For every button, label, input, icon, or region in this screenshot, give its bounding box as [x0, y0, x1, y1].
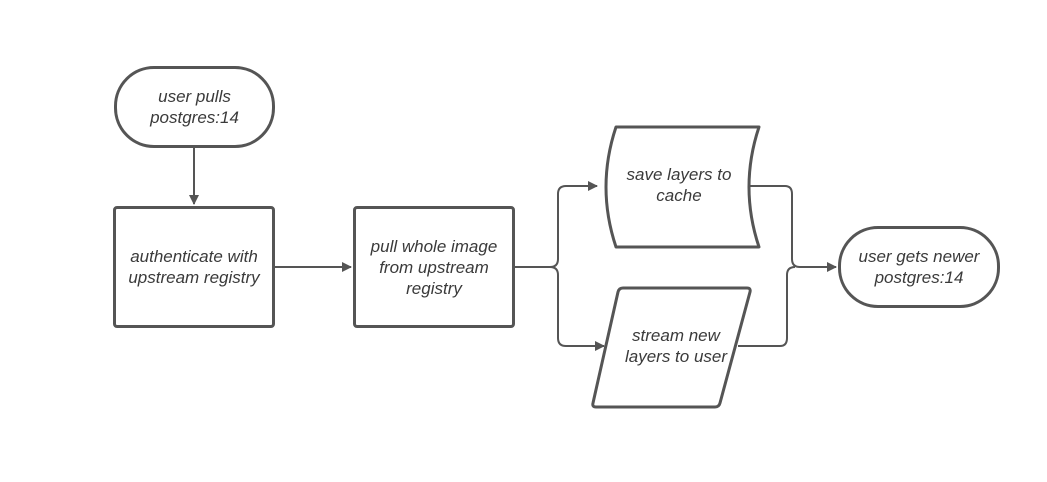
edge-save-to-end	[746, 185, 837, 272]
edge-pull-to-stream	[549, 266, 605, 351]
node-stream-layers: stream new layers to user	[590, 285, 752, 410]
node-save-layers: save layers to cache	[596, 124, 764, 250]
node-pull-image-label: pull whole image from upstream registry	[370, 236, 498, 298]
node-user-gets-newer-label: user gets newer postgres:14	[858, 247, 980, 287]
node-user-pulls: user pulls postgres:14	[114, 66, 275, 148]
stored-data-shape	[604, 125, 761, 249]
node-authenticate: authenticate with upstream registry	[113, 206, 275, 328]
node-authenticate-label: authenticate with upstream registry	[128, 247, 260, 287]
node-pull-image: pull whole image from upstream registry	[353, 206, 515, 328]
parallelogram-shape	[591, 286, 752, 409]
node-user-gets-newer: user gets newer postgres:14	[838, 226, 1000, 308]
edge-stream-to-end	[738, 266, 796, 347]
node-stream-layers-label: stream new layers to user	[624, 326, 728, 366]
node-save-layers-label: save layers to cache	[626, 165, 732, 205]
node-user-pulls-label: user pulls postgres:14	[150, 87, 239, 127]
edge-pull-to-save	[515, 181, 598, 268]
